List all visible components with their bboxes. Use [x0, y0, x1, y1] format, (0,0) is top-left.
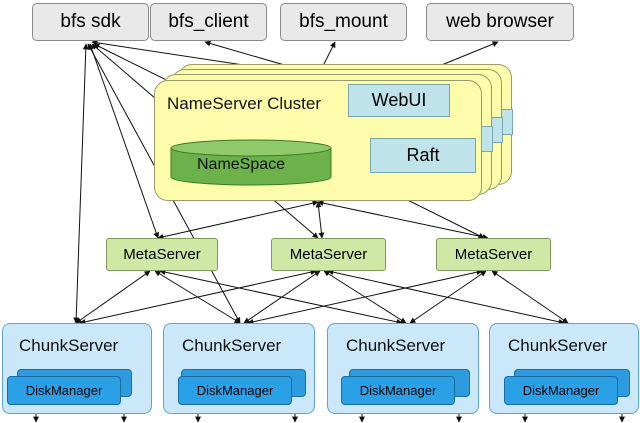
- metaserver-3: MetaServer: [436, 238, 551, 271]
- diskmanager-label: DiskManager: [196, 383, 274, 398]
- metaserver-1: MetaServer: [106, 238, 218, 271]
- metaserver-label: MetaServer: [454, 246, 533, 263]
- raft-box: Raft: [370, 138, 476, 173]
- chunkserver-title: ChunkServer: [346, 336, 446, 355]
- namespace-cylinder: [170, 139, 332, 186]
- client-label: bfs sdk: [60, 11, 121, 32]
- diskmanager-box: DiskManager: [178, 376, 292, 405]
- chunkserver-2: ChunkServer DiskManager: [163, 323, 315, 414]
- webui-box: WebUI: [348, 84, 450, 117]
- edge-meta3-chunk4: [491, 270, 569, 324]
- webui-label: WebUI: [371, 90, 427, 110]
- chunkserver-title: ChunkServer: [19, 336, 119, 355]
- raft-label: Raft: [406, 145, 440, 165]
- client-label: web browser: [446, 11, 554, 32]
- chunkserver-1: ChunkServer DiskManager: [2, 323, 152, 414]
- edge-meta3-chunk3: [409, 270, 487, 324]
- namespace-label: NameSpace: [197, 156, 286, 173]
- diskmanager-label: DiskManager: [25, 383, 103, 398]
- chunkserver-title: ChunkServer: [508, 336, 608, 355]
- client-label: bfs_mount: [299, 11, 388, 32]
- edge-meta1-nameserver: [157, 200, 319, 240]
- diskmanager-label: DiskManager: [522, 383, 600, 398]
- edge-meta1-chunk1: [75, 270, 151, 324]
- chunkserver-3: ChunkServer DiskManager: [327, 323, 479, 414]
- diskmanager-box: DiskManager: [341, 376, 455, 405]
- edge-sdk-meta1: [88, 43, 160, 239]
- metaserver-label: MetaServer: [289, 246, 368, 263]
- metaserver-2: MetaServer: [271, 238, 386, 271]
- client-bfs-client: bfs_client: [150, 3, 267, 41]
- diskmanager-label: DiskManager: [359, 383, 437, 398]
- nameserver-cluster: NameServer Cluster WebUI Raft NameSpace: [154, 80, 482, 201]
- client-bfs-sdk: bfs sdk: [32, 3, 149, 41]
- client-bfs-mount: bfs_mount: [280, 3, 407, 41]
- edge-meta3-nameserver: [317, 200, 489, 240]
- client-web-browser: web browser: [426, 3, 574, 41]
- diskmanager-box: DiskManager: [7, 376, 121, 405]
- chunkserver-title: ChunkServer: [182, 336, 282, 355]
- edge-meta2-nameserver: [315, 201, 325, 239]
- edge-sdk-chunk1: [73, 43, 89, 324]
- nameserver-cluster-title: NameServer Cluster: [167, 94, 321, 113]
- metaserver-label: MetaServer: [123, 246, 201, 263]
- chunkserver-4: ChunkServer DiskManager: [489, 323, 639, 414]
- diskmanager-box: DiskManager: [504, 376, 618, 405]
- client-label: bfs_client: [168, 11, 249, 32]
